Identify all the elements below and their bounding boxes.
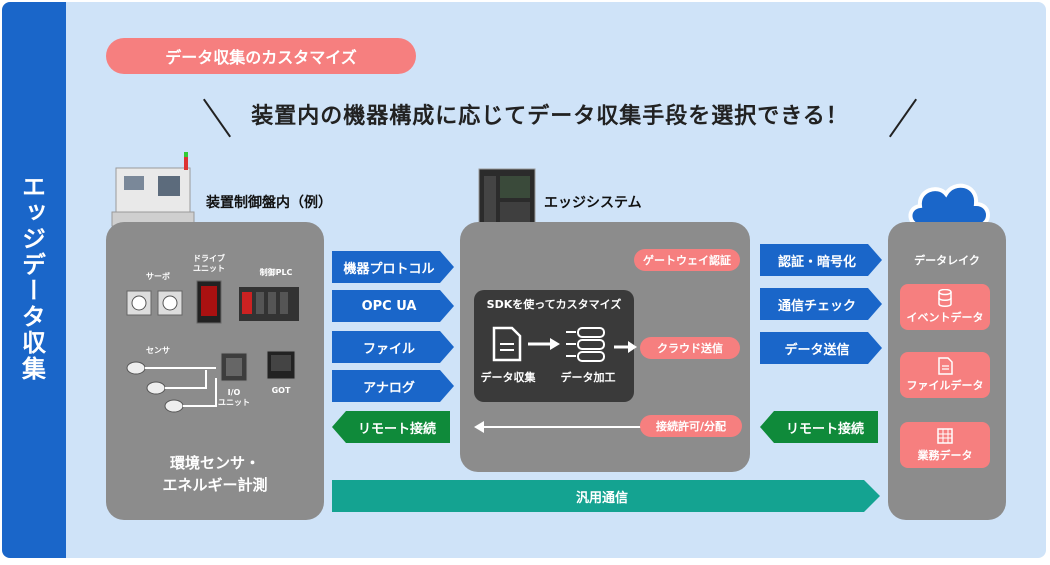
drive-unit-icon (196, 280, 222, 324)
arrow-label: リモート接続 (357, 421, 436, 437)
arrow-analog: アナログ (332, 370, 454, 402)
edge-system-title: エッジシステム (544, 195, 642, 211)
file-icon (938, 357, 953, 375)
business-data-card: 業務データ (900, 422, 990, 468)
sidebar-title: エッジデータ収集 (17, 174, 46, 382)
gateway-auth-tag: ゲートウェイ認証 (634, 249, 740, 271)
plc-icon (239, 287, 299, 321)
event-data-card: イベントデータ (900, 284, 990, 330)
arrow-file: ファイル (332, 331, 454, 363)
arrow-label: 認証・暗号化 (777, 254, 856, 270)
arrow-label: アナログ (363, 380, 415, 396)
document-icon (492, 326, 522, 362)
arrow-device-protocol: 機器プロトコル (332, 251, 454, 283)
env-line2: エネルギー計測 (162, 476, 268, 494)
plc-label: 制御PLC (259, 268, 293, 277)
process-label: データ加工 (560, 371, 616, 384)
drive-unit-label: ドライブ ユニット (193, 254, 225, 273)
sidebar (2, 2, 66, 558)
arrow-label: ファイル (362, 341, 415, 357)
file-data-label: ファイルデータ (906, 379, 984, 392)
customize-pill: データ収集のカスタマイズ (106, 38, 416, 74)
machine-icon (111, 152, 195, 227)
permit-tag: 接続許可/分配 (640, 415, 742, 437)
arrow-remote-left: リモート接続 (332, 411, 450, 443)
database-icon (938, 289, 952, 307)
arrow-right-icon (614, 341, 637, 353)
file-data-card: ファイルデータ (900, 352, 990, 398)
got-label: GOT (271, 386, 291, 395)
arrow-auth-encrypt: 認証・暗号化 (760, 244, 882, 276)
servo-icon (126, 290, 183, 316)
business-data-label: 業務データ (917, 449, 973, 462)
sensor-label: センサ (146, 346, 170, 355)
arrow-label: リモート接続 (785, 421, 864, 437)
arrow-opc-ua: OPC UA (332, 290, 454, 322)
io-unit-label: I/O ユニット (218, 388, 250, 407)
arrow-data-send: データ送信 (760, 332, 882, 364)
env-line1: 環境センサ・ (169, 454, 260, 472)
servo-label: サーボ (146, 272, 170, 281)
arrow-general-comm: 汎用通信 (332, 480, 880, 512)
sidebar-title-wrap: エッジデータ収集 (0, 0, 64, 556)
remote-line (480, 426, 650, 428)
headline: 装置内の機器構成に応じてデータ収集手段を選択できる！ (251, 104, 849, 129)
spreadsheet-icon (937, 428, 953, 444)
sdk-title: SDKを使ってカスタマイズ (486, 298, 622, 311)
arrow-label: 通信チェック (777, 298, 856, 314)
arrow-label: OPC UA (361, 298, 417, 314)
io-unit-icon (220, 352, 248, 382)
arrow-label: 汎用通信 (575, 490, 628, 506)
arrow-left-icon (474, 421, 484, 433)
arrow-label: データ送信 (784, 342, 850, 358)
arrow-remote-right: リモート接続 (760, 411, 878, 443)
cloud-icon (908, 183, 990, 228)
got-icon (266, 350, 296, 380)
arrow-comm-check: 通信チェック (760, 288, 882, 320)
event-data-label: イベントデータ (906, 311, 984, 324)
control-panel-title: 装置制御盤内（例） (206, 195, 332, 211)
arrow-right-icon (528, 338, 560, 350)
collect-label: データ収集 (480, 371, 536, 384)
process-icon (566, 327, 605, 362)
datalake-title: データレイク (914, 254, 980, 267)
arrow-label: 機器プロトコル (343, 261, 435, 277)
cloud-send-tag: クラウド送信 (640, 337, 740, 359)
sensor-icon (126, 361, 217, 413)
